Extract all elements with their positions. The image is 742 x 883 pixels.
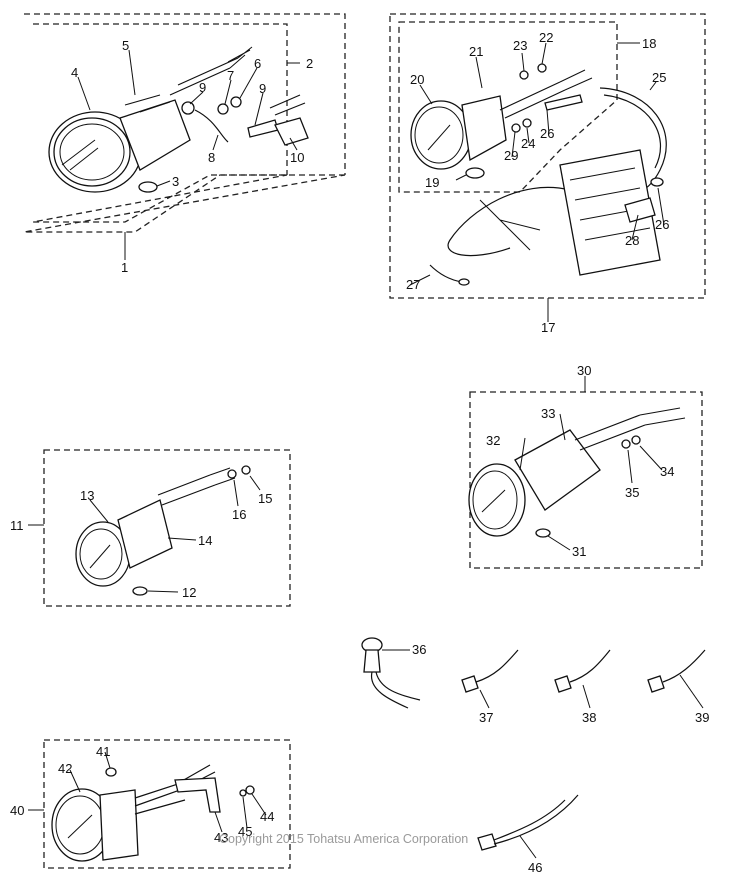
callout-19: 19: [425, 175, 439, 190]
callout-34: 34: [660, 464, 674, 479]
callout-18: 18: [642, 36, 656, 51]
callout-46: 46: [528, 860, 542, 875]
callout-9b: 9: [259, 81, 266, 96]
callout-41: 41: [96, 744, 110, 759]
callout-14: 14: [198, 533, 212, 548]
callout-23: 23: [513, 38, 527, 53]
callout-2: 2: [306, 56, 313, 71]
harness-row: [361, 637, 706, 709]
group-box-18: [398, 21, 618, 193]
callout-11: 11: [10, 518, 24, 533]
callout-29: 29: [504, 148, 518, 163]
group-box-11: [43, 449, 291, 607]
assembly-group-40: [28, 739, 291, 869]
callout-1: 1: [121, 260, 128, 275]
callout-16: 16: [232, 507, 246, 522]
callout-32: 32: [486, 433, 500, 448]
callout-42: 42: [58, 761, 72, 776]
callout-37: 37: [479, 710, 493, 725]
callout-39: 39: [695, 710, 709, 725]
callout-8: 8: [208, 150, 215, 165]
callout-40: 40: [10, 803, 24, 818]
callout-43: 43: [214, 830, 228, 845]
group-box-17: [389, 13, 706, 299]
callout-44: 44: [260, 809, 274, 824]
speedometer-gauge: [410, 95, 507, 170]
callout-17: 17: [541, 320, 555, 335]
gauge-11: [75, 499, 173, 587]
callout-12: 12: [182, 585, 196, 600]
gauge-30: [468, 429, 601, 537]
callout-30: 30: [577, 363, 591, 378]
callout-7: 7: [227, 68, 234, 83]
callout-45: 45: [238, 824, 252, 839]
callout-26b: 26: [655, 217, 669, 232]
callout-6: 6: [254, 56, 261, 71]
harness-46: [477, 794, 579, 859]
callout-24: 24: [521, 136, 535, 151]
callout-25: 25: [652, 70, 666, 85]
callout-35: 35: [625, 485, 639, 500]
callout-22: 22: [539, 30, 553, 45]
callout-33: 33: [541, 406, 555, 421]
callout-28: 28: [625, 233, 639, 248]
gauge-40: [51, 788, 139, 862]
group-box-30: [469, 391, 703, 569]
callout-21: 21: [469, 44, 483, 59]
callout-5: 5: [122, 38, 129, 53]
callout-4: 4: [71, 65, 78, 80]
callout-labels: 1 2 3 4 5 6 7 8 9 9 10 11 12 13 14 15 16…: [10, 30, 709, 875]
group-box-40: [43, 739, 291, 869]
callout-26a: 26: [540, 126, 554, 141]
callout-13: 13: [80, 488, 94, 503]
callout-20: 20: [410, 72, 424, 87]
tachometer-gauge: [48, 94, 191, 193]
callout-36: 36: [412, 642, 426, 657]
callout-9a: 9: [199, 80, 206, 95]
callout-27: 27: [406, 277, 420, 292]
callout-38: 38: [582, 710, 596, 725]
assembly-group-1: [23, 13, 346, 260]
assembly-group-30: [468, 376, 703, 569]
callout-31: 31: [572, 544, 586, 559]
callout-3: 3: [172, 174, 179, 189]
assembly-group-11: [28, 449, 291, 607]
copyright-text: Copyright 2015 Tohatsu America Corporati…: [219, 832, 468, 846]
callout-15: 15: [258, 491, 272, 506]
callout-10: 10: [290, 150, 304, 165]
assembly-group-17: [389, 13, 706, 322]
